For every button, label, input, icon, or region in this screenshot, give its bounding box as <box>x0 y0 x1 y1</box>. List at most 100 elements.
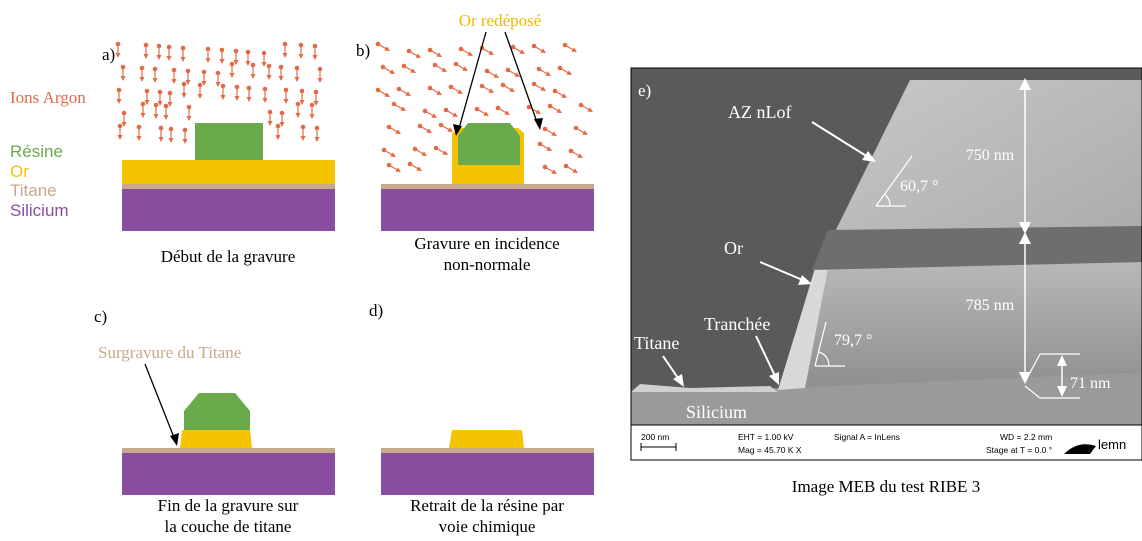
ion-arrowhead <box>488 88 494 93</box>
ion-arrowhead <box>488 50 494 55</box>
sem-gold-sidewall <box>778 268 828 390</box>
angle-value-bottom: 79,7 ° <box>834 332 872 349</box>
caption-d-line1: Retrait de la résine par <box>410 496 564 515</box>
ion-arrowhead <box>577 153 583 158</box>
sem-arrowhead-or <box>798 275 812 285</box>
ion-arrowhead <box>467 51 473 56</box>
resine-block-a <box>195 123 263 160</box>
ion-arrowhead <box>493 73 499 78</box>
angle-arc-bottom <box>818 351 830 367</box>
dim-head-titane-top <box>1057 355 1067 366</box>
ion-arrowhead <box>219 59 225 64</box>
lemn-logo-mark <box>1064 444 1096 454</box>
sem-frame <box>630 67 1142 461</box>
panel-e-sem-image: e) AZ nLof Or Tranchée Titane Silicium 6… <box>630 67 1142 496</box>
ion-arrowhead <box>262 98 268 103</box>
angle-value-top: 60,7 ° <box>900 178 938 195</box>
ion-arrowhead <box>483 111 489 116</box>
sem-arrow-or <box>759 261 806 282</box>
ion-arrowhead <box>186 116 192 121</box>
ion-arrowhead <box>390 152 396 157</box>
panel-tag-c: c) <box>94 307 107 326</box>
titane-layer-b <box>381 184 594 189</box>
ion-arrowhead <box>167 102 173 107</box>
ion-arrowhead <box>436 52 442 57</box>
dim-head-resist-bottom <box>1019 222 1031 234</box>
dim-head-titane-bottom <box>1057 386 1067 397</box>
panel-c: c) Surgravure du Titane Fin de la gravur… <box>94 307 335 536</box>
info-wd: WD = 2.2 mm <box>1000 432 1052 442</box>
ion-arrowhead <box>171 79 177 84</box>
ion-arrowhead <box>185 80 191 85</box>
ion-arrowhead <box>233 60 239 65</box>
dim-slant-ti-bottom <box>1024 385 1041 399</box>
sem-label-silicium: Silicium <box>686 402 747 422</box>
arrowhead-or-redepose-right <box>534 118 543 130</box>
titane-layer-d <box>381 448 594 453</box>
dim-head-gold-top <box>1019 232 1031 244</box>
ion-field-b <box>375 41 593 174</box>
silicium-layer-b <box>381 189 594 231</box>
ion-arrowhead <box>395 167 401 172</box>
caption-a: Début de la gravure <box>161 247 296 266</box>
ion-arrowhead <box>182 139 188 144</box>
ion-arrowhead <box>314 137 320 142</box>
label-or-redepose: Or redéposé <box>459 11 542 30</box>
ion-arrowhead <box>229 73 235 78</box>
resine-block-b <box>458 123 520 165</box>
sem-arrow-tranchee <box>755 335 777 379</box>
ion-arrowhead <box>389 69 395 74</box>
label-or: Or <box>10 162 29 181</box>
panel-a: a) Ions Argon Résine Or Titane Silicium … <box>10 41 335 266</box>
silicium-layer-d <box>381 453 594 495</box>
lemn-logo-text: lemn <box>1098 437 1126 452</box>
ion-arrowhead <box>246 97 252 102</box>
ion-arrowhead <box>139 77 145 82</box>
info-eht: EHT = 1.00 kV <box>738 432 794 442</box>
ion-arrowhead <box>205 58 211 63</box>
panel-b: b) Or redéposé Gravure en incidence non-… <box>356 11 594 274</box>
ion-arrowhead <box>421 151 427 156</box>
ion-arrowhead <box>551 169 557 174</box>
or-mesa-c <box>180 430 252 448</box>
ion-arrowhead <box>201 81 207 86</box>
ion-arrowhead <box>120 76 126 81</box>
dim-value-resist: 750 nm <box>966 147 1015 164</box>
ion-arrowhead <box>157 101 163 106</box>
dim-value-titane: 71 nm <box>1070 375 1111 392</box>
panel-tag-d: d) <box>369 301 383 320</box>
ion-arrowhead <box>136 136 142 141</box>
dim-head-gold-bottom <box>1019 372 1031 384</box>
ion-arrowhead <box>163 115 169 120</box>
ion-arrowhead <box>452 112 458 117</box>
ion-arrowhead <box>283 99 289 104</box>
ion-arrowhead <box>266 75 272 80</box>
dim-slant-ti-top <box>1024 353 1041 383</box>
ion-arrowhead <box>261 62 267 67</box>
ion-arrowhead <box>267 121 273 126</box>
caption-e: Image MEB du test RIBE 3 <box>792 477 980 496</box>
panel-tag-e: e) <box>638 81 651 100</box>
ion-arrowhead <box>295 113 301 118</box>
label-ions-argon: Ions Argon <box>10 88 86 107</box>
ion-arrowhead <box>457 89 463 94</box>
sem-interface-band <box>812 226 1142 270</box>
silicium-layer-c <box>122 453 335 495</box>
ion-arrowhead <box>462 66 468 71</box>
ion-arrowhead <box>168 138 174 143</box>
sem-label-titane: Titane <box>634 333 679 353</box>
or-layer-a <box>122 160 335 184</box>
panel-d: d) Retrait de la résine par voie chimiqu… <box>369 301 594 536</box>
titane-layer-c <box>122 448 335 453</box>
ion-arrowhead <box>275 135 281 140</box>
ion-arrowhead <box>158 137 164 142</box>
ion-arrowhead <box>279 122 285 127</box>
ion-arrowhead <box>442 150 448 155</box>
ion-arrowhead <box>566 70 572 75</box>
ion-arrowhead <box>572 168 578 173</box>
ion-arrowhead <box>294 77 300 82</box>
ion-arrowhead <box>143 54 149 59</box>
ion-arrowhead <box>504 110 510 115</box>
or-mesa-d <box>449 430 524 448</box>
ion-arrowhead <box>571 47 577 52</box>
